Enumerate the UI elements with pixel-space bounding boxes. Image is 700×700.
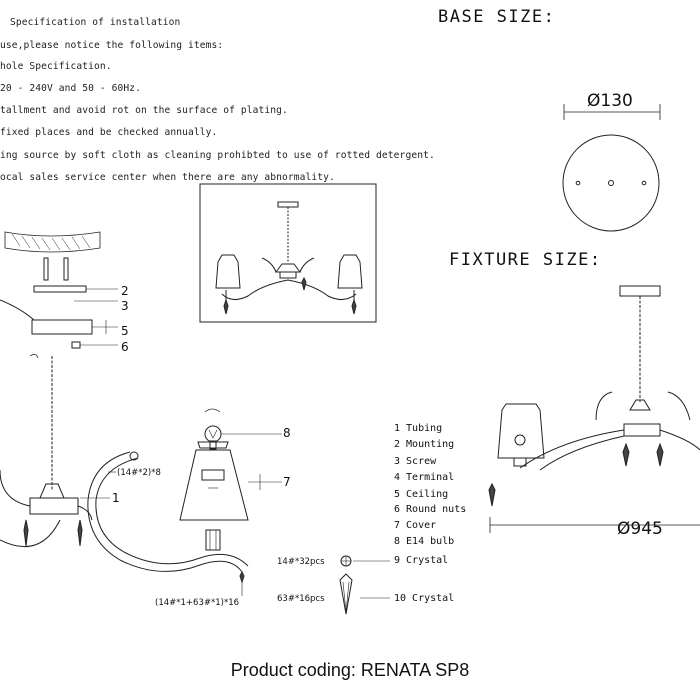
callout-8: 8 <box>283 426 291 440</box>
spec-line-7: ocal sales service center when there are… <box>0 172 335 183</box>
qty-arm-top: (14#*2)*8 <box>117 468 161 478</box>
part-8: 8 E14 bulb <box>394 536 455 547</box>
crystal-drop-icon <box>339 573 353 615</box>
arm-drawing <box>87 451 249 596</box>
part-6: 6 Round nuts <box>394 504 467 515</box>
spec-line-6: ing source by soft cloth as cleaning pro… <box>0 150 435 161</box>
spec-line-4: tallment and avoid rot on the surface of… <box>0 105 288 116</box>
qty-crystal-10: 63#*16pcs <box>277 594 325 604</box>
callout-3: 3 <box>121 299 129 313</box>
spec-line-1: use,please notice the following items: <box>0 40 224 51</box>
shade-and-bulb-drawing <box>179 408 282 551</box>
crystal-symbols <box>339 555 390 615</box>
callout-6: 6 <box>121 340 129 354</box>
part-7: 7 Cover <box>394 520 437 531</box>
spec-line-5: fixed places and be checked annually. <box>0 127 218 138</box>
callout-7: 7 <box>283 475 291 489</box>
spec-title: Specification of installation <box>10 17 181 28</box>
fixture-size-title: FIXTURE SIZE: <box>449 250 602 270</box>
base-plate-drawing <box>562 104 661 232</box>
part-3: 3 Screw <box>394 456 437 467</box>
spec-line-3: 20 - 240V and 50 - 60Hz. <box>0 83 142 94</box>
fixture-drawing <box>488 285 700 533</box>
product-coding: Product coding: RENATA SP8 <box>230 660 470 680</box>
base-diameter-label: Ø130 <box>587 91 633 111</box>
part-9: 9 Crystal <box>394 555 449 566</box>
qty-crystal-9: 14#*32pcs <box>277 557 325 567</box>
overview-drawing <box>199 183 377 323</box>
part-4: 4 Terminal <box>394 472 455 483</box>
callout-1: 1 <box>112 491 120 505</box>
part-5: 5 Ceiling <box>394 489 449 500</box>
part-1: 1 Tubing <box>394 423 443 434</box>
qty-arm-bottom: (14#*1+63#*1)*16 <box>155 598 240 608</box>
part-2: 2 Mounting <box>394 439 455 450</box>
base-size-title: BASE SIZE: <box>438 7 556 27</box>
fixture-diameter-label: Ø945 <box>617 519 663 539</box>
callout-2: 2 <box>121 284 129 298</box>
callout-5: 5 <box>121 324 129 338</box>
part-10: 10 Crystal <box>394 593 455 604</box>
spec-line-2: hole Specification. <box>0 61 112 72</box>
ceiling-mount-exploded <box>0 231 118 548</box>
